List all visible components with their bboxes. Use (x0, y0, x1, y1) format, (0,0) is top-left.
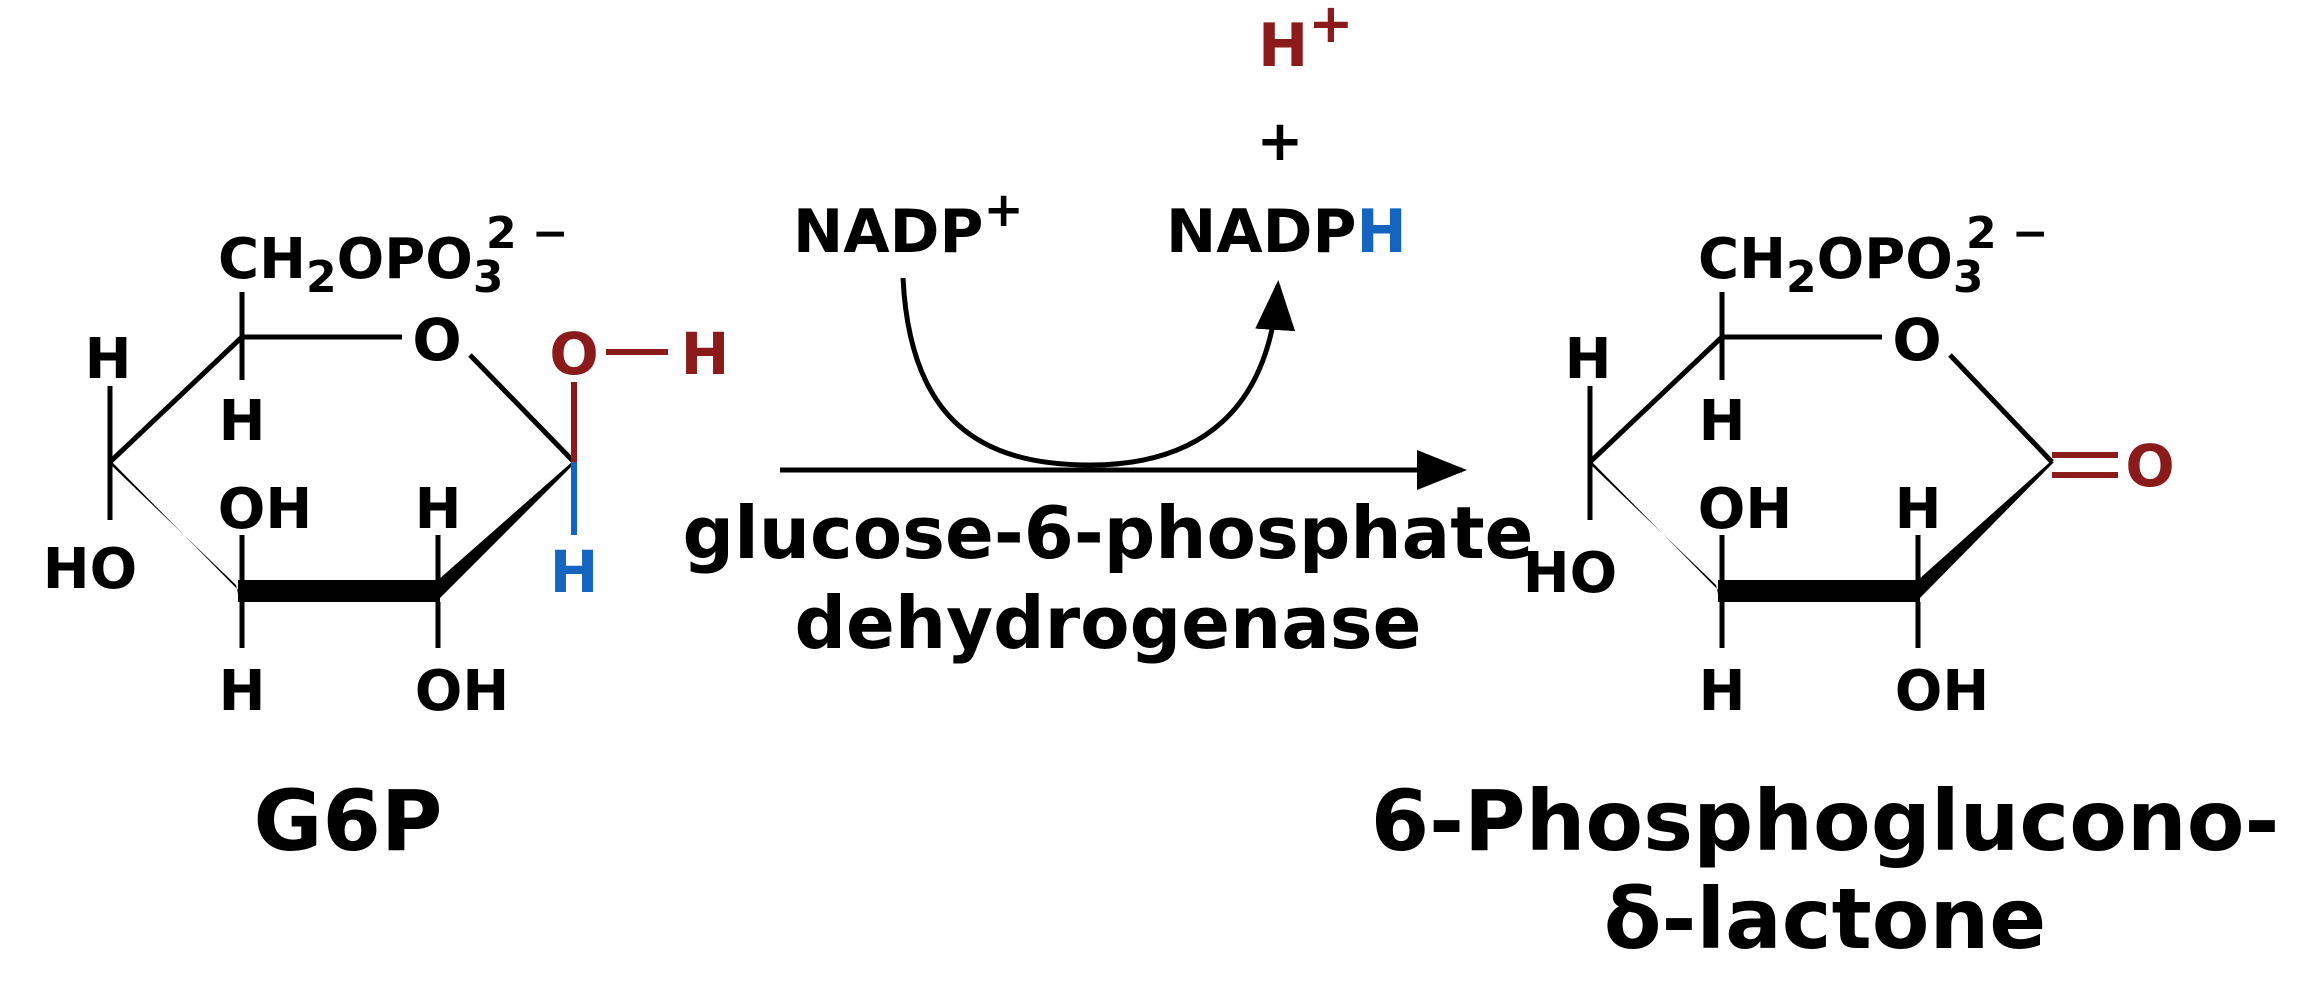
c4-h-top: H (85, 327, 132, 392)
nadp-in: NADP+ (793, 182, 1024, 267)
lactone-name-line1: 6-Phosphoglucono- (1371, 772, 2280, 870)
enzyme-name-line2: dehydrogenase (795, 581, 1422, 665)
c4-h-top: H (1565, 327, 1612, 392)
bond-o-c1 (1948, 353, 2054, 464)
c3-h-bottom: H (219, 659, 266, 724)
ch2opo3-label: CH2OPO3 (218, 227, 503, 303)
hydroxyl-h: H (681, 320, 730, 388)
carbonyl-oxygen: O (2125, 432, 2174, 500)
ch2opo3-label: CH2OPO3 (1698, 227, 1983, 303)
c4-ho: HO (1523, 541, 1617, 606)
c3-h-bottom: H (1699, 659, 1746, 724)
c2-h: H (415, 477, 462, 542)
c2-oh-bottom: OH (415, 659, 509, 724)
c5-h: H (1699, 389, 1746, 454)
lactone-name-line2: δ-lactone (1604, 870, 2046, 968)
c5-h: H (219, 389, 266, 454)
bond-c5-c4 (1588, 335, 1724, 464)
ring-oxygen: O (1892, 306, 1941, 374)
nadph-out: NADPH (1166, 197, 1407, 267)
plus-sign: + (1257, 109, 1304, 174)
enzyme-name-line1: glucose-6-phosphate (683, 491, 1534, 575)
anomeric-oxygen: O (549, 320, 598, 388)
g6p-name: G6P (254, 772, 443, 870)
wedge-c2-c1 (1916, 462, 2054, 602)
lactone-structure: CH2OPO3 2 − O H H OH H HO H OH O 6-Phosp… (1371, 208, 2280, 968)
c2-h: H (1895, 477, 1942, 542)
c2-oh-bottom: OH (1895, 659, 1989, 724)
c3-oh: OH (218, 477, 312, 542)
reaction-arrow-group: NADP+ NADPH + H+ glucose-6-phosphate deh… (683, 0, 1534, 665)
bond-o-c1 (468, 353, 576, 464)
g6p-structure: CH2OPO3 2 − O H H OH H HO H OH O H H G6P (43, 208, 730, 870)
wedge-c2-c1 (436, 462, 576, 602)
transferred-h: H (550, 538, 599, 606)
phosphate-charge: 2 − (1966, 208, 2049, 259)
bond-c5-c4 (108, 335, 244, 464)
c3-oh: OH (1698, 477, 1792, 542)
phosphate-charge: 2 − (486, 208, 569, 259)
bold-bond-c3-c2 (1718, 580, 1920, 602)
cofactor-curved-arrow (900, 277, 1296, 468)
proton: H+ (1258, 0, 1353, 81)
c4-ho: HO (43, 537, 137, 602)
bold-bond-c3-c2 (238, 580, 440, 602)
ring-oxygen: O (412, 306, 461, 374)
